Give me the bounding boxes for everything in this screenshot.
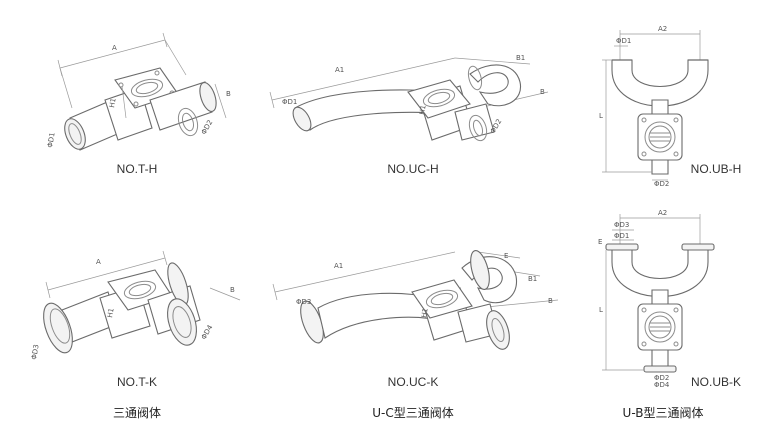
model-label: NO.T-H xyxy=(116,162,158,176)
dim-label: H1 xyxy=(418,104,428,115)
caption: U-B型三通阀体 xyxy=(622,406,704,420)
dim-label: B xyxy=(226,90,231,98)
dim-label: H1 xyxy=(108,97,118,108)
dim-label: ΦD3 xyxy=(296,298,311,306)
dim-label: A2 xyxy=(658,209,667,217)
dim-label: ΦD3 xyxy=(614,221,629,229)
dim-label: L xyxy=(599,306,603,314)
dim-label: ΦD2 xyxy=(654,374,669,382)
drawing-uc-h: A1 B1 B ΦD1 H1 ΦD2 xyxy=(270,54,548,143)
dim-label: ΦD4 xyxy=(654,381,670,389)
dim-label: B xyxy=(548,297,553,305)
dim-label: ΦD1 xyxy=(614,232,629,240)
dim-label: A2 xyxy=(658,25,667,33)
drawing-ub-h: A2 ΦD1 L ΦD2 xyxy=(599,25,708,188)
model-label: NO.UB-H xyxy=(690,162,742,176)
drawing-t-h: A H1 B ΦD1 ΦD2 xyxy=(46,33,231,152)
caption: 三通阀体 xyxy=(112,406,162,420)
dim-label: B xyxy=(230,286,235,294)
drawing-t-k: A ΦD3 B H1 ΦD4 xyxy=(30,251,240,360)
dim-label: A xyxy=(112,44,117,52)
dim-label: H1 xyxy=(106,307,116,318)
drawing-uc-k: A1 E B1 B ΦD3 H1 xyxy=(273,249,558,353)
model-label: NO.UB-K xyxy=(690,375,742,389)
dim-label: ΦD1 xyxy=(282,98,297,106)
dim-label: A xyxy=(96,258,101,266)
dim-label: ΦD1 xyxy=(46,132,57,149)
dim-label: B xyxy=(540,88,545,96)
dim-label: H1 xyxy=(420,307,430,318)
dim-label: E xyxy=(504,252,508,260)
dim-label: B1 xyxy=(528,275,537,283)
drawing-ub-k: A2 ΦD3 ΦD1 E L ΦD2 ΦD4 xyxy=(598,209,714,389)
dim-label: ΦD1 xyxy=(616,37,631,45)
dim-label: ΦD4 xyxy=(200,323,215,341)
dim-label: E xyxy=(598,238,602,246)
dim-label: L xyxy=(599,112,603,120)
caption: U-C型三通阀体 xyxy=(372,406,454,420)
model-label: NO.UC-H xyxy=(387,162,439,176)
dim-label: A1 xyxy=(335,66,344,74)
dim-label: ΦD3 xyxy=(30,344,41,361)
dim-label: A1 xyxy=(334,262,343,270)
dim-label: B1 xyxy=(516,54,525,62)
model-label: NO.UC-K xyxy=(387,375,439,389)
model-label: NO.T-K xyxy=(116,375,158,389)
dim-label: ΦD2 xyxy=(200,119,215,136)
dim-label: ΦD2 xyxy=(654,180,669,188)
